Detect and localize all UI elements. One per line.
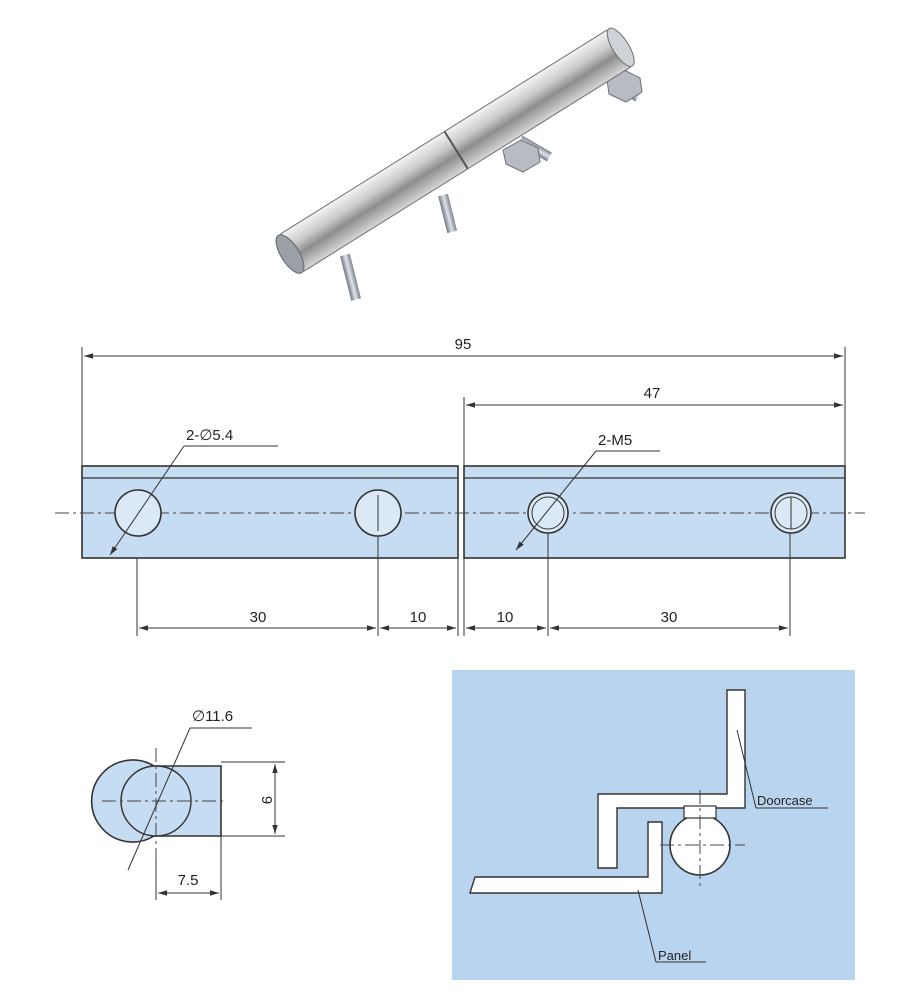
hex-nut: [502, 69, 643, 173]
dimension-barrel-diameter: ∅11.6: [192, 708, 233, 725]
dimension-edge-offset-right: 10: [497, 609, 514, 626]
doorcase-profile: [597, 689, 746, 869]
dimension-edge-offset-left: 10: [410, 609, 427, 626]
dimension-leaf-height: 9: [258, 796, 275, 804]
hinge-knuckle: [660, 790, 745, 890]
top-view-drawing: 95 47 2-∅5.4: [55, 336, 865, 636]
hole-callout-clearance: 2-∅5.4: [186, 427, 233, 444]
dimension-overall-length: 95: [455, 336, 472, 353]
hinge-product-illustration: [275, 27, 643, 301]
dimension-right-half-length: 47: [644, 385, 661, 402]
end-view-drawing: ∅11.6 9 7.5: [90, 708, 285, 900]
dimension-hole-spacing-left: 30: [250, 609, 267, 626]
installation-diagram: Doorcase Panel: [452, 670, 855, 980]
doorcase-label: Doorcase: [757, 793, 813, 808]
panel-profile: [469, 821, 663, 894]
hole-callout-thread: 2-M5: [598, 432, 632, 449]
dimension-hole-spacing-right: 30: [661, 609, 678, 626]
mounting-hole: [114, 489, 402, 537]
dimension-leaf-width: 7.5: [178, 872, 199, 889]
panel-label: Panel: [658, 948, 691, 963]
